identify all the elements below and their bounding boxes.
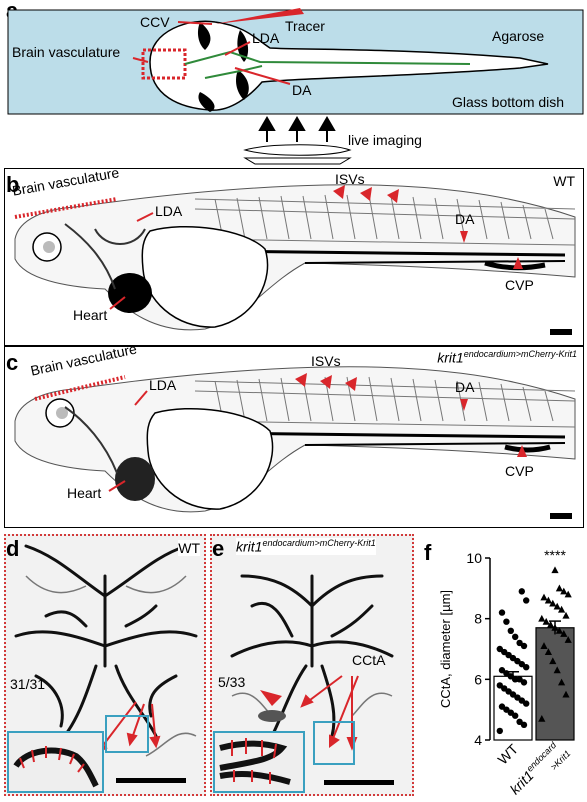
up-arrow-icon bbox=[258, 116, 336, 142]
data-point-wt bbox=[498, 703, 506, 710]
scale-bar-c bbox=[550, 513, 572, 519]
data-point-krit1 bbox=[558, 605, 566, 613]
data-point-krit1 bbox=[560, 630, 568, 637]
label-cvp-c: CVP bbox=[505, 463, 534, 479]
panel-letter-e: e bbox=[212, 536, 225, 561]
label-ccta-e: CCtA bbox=[352, 652, 386, 668]
data-point-wt bbox=[512, 633, 519, 641]
data-point-krit1 bbox=[547, 620, 555, 628]
inset-d bbox=[7, 731, 104, 793]
y-tick-label: 10 bbox=[466, 550, 482, 566]
data-point-wt bbox=[496, 682, 503, 689]
label-lda-a: LDA bbox=[252, 30, 280, 46]
label-cvp-b: CVP bbox=[505, 277, 534, 293]
brain-box-a bbox=[141, 48, 187, 80]
panel-b-image: WT Brain vasculature LDA ISVs DA CVP Hea… bbox=[4, 168, 584, 346]
data-point-krit1 bbox=[549, 657, 557, 665]
data-point-wt bbox=[498, 609, 506, 616]
y-tick-label: 4 bbox=[474, 732, 482, 748]
label-lda-c: LDA bbox=[149, 377, 177, 393]
data-point-wt bbox=[496, 727, 503, 735]
data-point-krit1 bbox=[540, 642, 548, 649]
data-point-krit1 bbox=[564, 636, 572, 643]
data-point-krit1 bbox=[538, 614, 546, 622]
label-da-b: DA bbox=[455, 211, 475, 227]
data-point-krit1 bbox=[555, 627, 563, 634]
data-point-wt bbox=[496, 645, 503, 653]
bar bbox=[535, 627, 575, 741]
tag-wt-b: WT bbox=[553, 173, 575, 189]
label-da-a: DA bbox=[292, 82, 312, 98]
tag-wt-d: WT bbox=[178, 540, 200, 556]
tag-krit1-e: krit1endocardium>mCherry-Krit1 bbox=[236, 538, 376, 555]
scale-bar-d bbox=[116, 778, 186, 783]
inset-box-d bbox=[105, 715, 149, 753]
x-category-label: WT bbox=[494, 740, 521, 767]
tracer-needle bbox=[215, 8, 304, 24]
count-e: 5/33 bbox=[218, 674, 246, 690]
data-point-krit1 bbox=[562, 690, 570, 698]
label-heart-b: Heart bbox=[73, 307, 108, 323]
data-point-krit1 bbox=[553, 602, 561, 610]
lens-icon bbox=[243, 144, 352, 156]
heart-c bbox=[115, 457, 155, 501]
scale-bar-b bbox=[550, 329, 572, 335]
data-point-wt bbox=[518, 588, 525, 595]
panel-a: a CCV Tracer Agarose Brain vas bbox=[0, 0, 587, 165]
label-glass-dish: Glass bottom dish bbox=[452, 94, 565, 110]
data-point-krit1 bbox=[549, 599, 557, 607]
x-category-main: WT bbox=[494, 740, 521, 767]
y-axis-label: CCtA, diameter [µm] bbox=[438, 590, 453, 708]
data-point-wt bbox=[498, 667, 506, 674]
count-d: 31/31 bbox=[10, 676, 46, 692]
data-point-wt bbox=[507, 627, 514, 634]
schematic-a bbox=[7, 8, 584, 165]
data-point-krit1 bbox=[551, 623, 559, 631]
data-point-krit1 bbox=[558, 678, 566, 686]
y-tick-label: 8 bbox=[474, 611, 482, 627]
data-point-krit1 bbox=[553, 666, 561, 674]
label-agarose: Agarose bbox=[492, 28, 545, 44]
panel-d-image: WT 31/31 bbox=[4, 534, 206, 796]
data-point-krit1 bbox=[544, 648, 552, 656]
label-heart-c: Heart bbox=[67, 485, 102, 501]
y-tick-label: 6 bbox=[474, 671, 482, 687]
label-lda-b: LDA bbox=[155, 203, 183, 219]
data-point-krit1 bbox=[564, 590, 572, 598]
panel-c-image: krit1endocardium>mCherry-Krit1 Brain vas… bbox=[4, 346, 584, 528]
panel-e-image: krit1endocardium>mCherry-Krit1 5/33 CCtA bbox=[210, 534, 414, 796]
label-tracer: Tracer bbox=[285, 18, 325, 34]
data-point-wt bbox=[516, 718, 523, 725]
data-point-krit1 bbox=[560, 587, 568, 595]
data-point-wt bbox=[503, 618, 510, 625]
significance-stars: **** bbox=[544, 547, 566, 563]
data-point-krit1 bbox=[540, 593, 548, 601]
label-da-c: DA bbox=[455, 379, 475, 395]
label-isvs-b: ISVs bbox=[335, 171, 365, 187]
panel-letter-f: f bbox=[424, 540, 432, 565]
tag-krit1-c: krit1endocardium>mCherry-Krit1 bbox=[437, 349, 577, 366]
data-point-krit1 bbox=[555, 584, 563, 592]
data-point-wt bbox=[516, 639, 523, 647]
label-brain-vasculature-a: Brain vasculature bbox=[12, 44, 121, 60]
data-point-krit1 bbox=[544, 596, 552, 604]
heart-b bbox=[108, 273, 152, 313]
data-point-wt bbox=[516, 676, 523, 683]
panel-letter-c: c bbox=[6, 350, 19, 375]
data-point-krit1 bbox=[542, 617, 550, 625]
label-isvs-c: ISVs bbox=[311, 353, 341, 369]
data-point-krit1 bbox=[551, 566, 559, 574]
panel-letter-b: b bbox=[6, 172, 20, 197]
panel-letter-d: d bbox=[6, 536, 20, 561]
inset-box-e bbox=[313, 721, 355, 765]
label-ccv: CCV bbox=[140, 14, 170, 30]
fish-outline bbox=[149, 20, 549, 111]
data-point-krit1 bbox=[538, 714, 546, 722]
scale-bar-e bbox=[324, 780, 394, 785]
label-live-imaging: live imaging bbox=[348, 132, 422, 148]
data-point-wt bbox=[523, 597, 530, 604]
data-point-krit1 bbox=[562, 611, 570, 619]
